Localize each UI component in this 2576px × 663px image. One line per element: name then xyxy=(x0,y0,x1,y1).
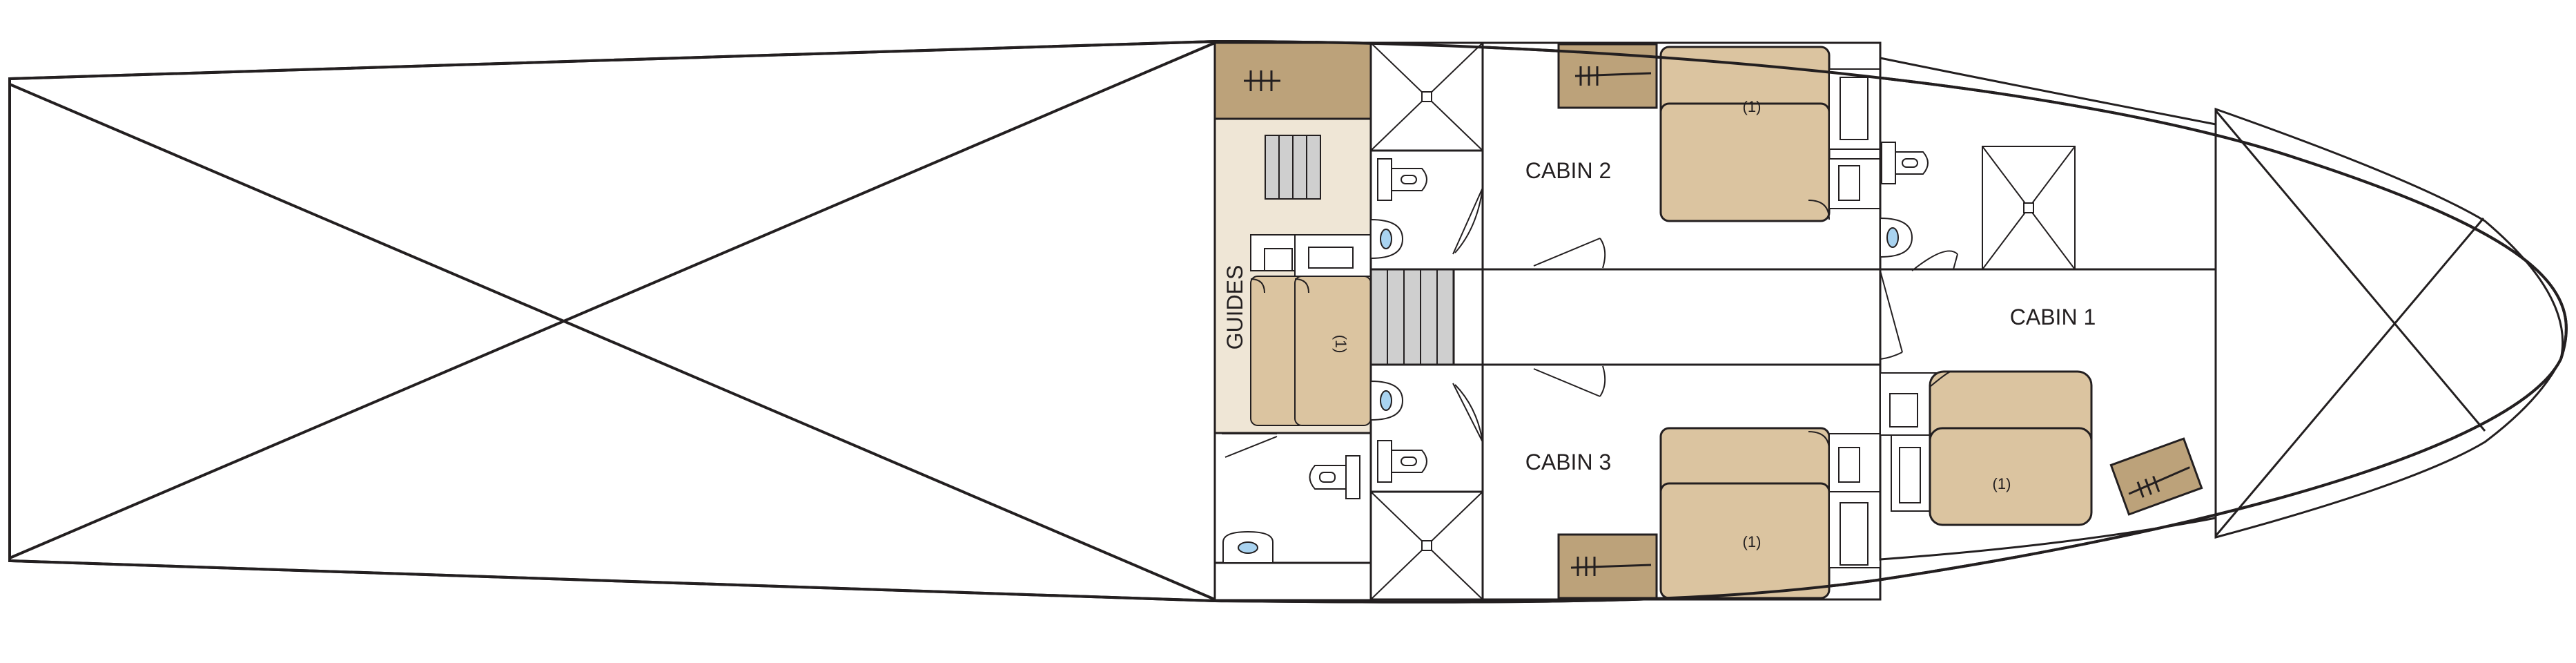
cabin-1-bed-label: (1) xyxy=(1993,475,2011,492)
door-swing xyxy=(1452,383,1483,443)
cabin-2-bed xyxy=(1659,46,1831,222)
toilet-icon xyxy=(1377,440,1427,483)
cabin-2-bed-label: (1) xyxy=(1743,98,1762,115)
cabin-3-nightstand xyxy=(1828,433,1881,568)
toilet-icon xyxy=(1309,455,1360,499)
hull-outline-overlay xyxy=(8,39,2568,604)
toilet-icon xyxy=(1377,158,1427,201)
basin-icon xyxy=(1370,218,1404,260)
corridor xyxy=(1452,268,1882,366)
guides-bed-label: (1) xyxy=(1332,335,1349,354)
room-label-cabin-1: CABIN 1 xyxy=(2010,305,2096,329)
open-deck-aft xyxy=(9,41,1216,601)
forward-bathroom xyxy=(1879,57,2217,271)
basin-icon xyxy=(1880,217,1913,258)
shower-icon xyxy=(1369,41,1484,152)
basin-icon xyxy=(1370,380,1404,421)
cabin-1-floor xyxy=(1879,268,2217,561)
shower-icon xyxy=(1369,490,1484,601)
room-label-cabin-2: CABIN 2 xyxy=(1525,158,1611,183)
cabin-3-wardrobe xyxy=(1557,533,1658,599)
door-swing xyxy=(1452,187,1483,255)
guides-ladder xyxy=(1265,135,1321,200)
room-label-cabin-3: CABIN 3 xyxy=(1525,450,1611,474)
guides-bathroom xyxy=(1213,432,1372,602)
cabin-3-bed-label: (1) xyxy=(1743,533,1762,550)
shower-icon xyxy=(1982,146,2076,270)
door-swing xyxy=(1533,365,1606,397)
guides-bed xyxy=(1250,234,1372,426)
room-label-guides: GUIDES xyxy=(1222,265,1247,350)
cabin-1-wardrobe xyxy=(2109,437,2203,516)
toilet-icon xyxy=(1881,142,1929,184)
basin-icon xyxy=(1222,530,1274,564)
bow-storage xyxy=(2214,107,2564,539)
cabin-3-bed xyxy=(1659,427,1831,599)
main-stairs xyxy=(1369,268,1455,366)
door-swing xyxy=(1533,238,1606,269)
guides-wardrobe xyxy=(1213,41,1372,120)
cabin-1-bed xyxy=(1880,370,2093,526)
door-swing xyxy=(1880,270,1903,360)
cabin-2-nightstand xyxy=(1828,68,1881,209)
wardrobe-hangers-icon xyxy=(1244,70,1280,91)
